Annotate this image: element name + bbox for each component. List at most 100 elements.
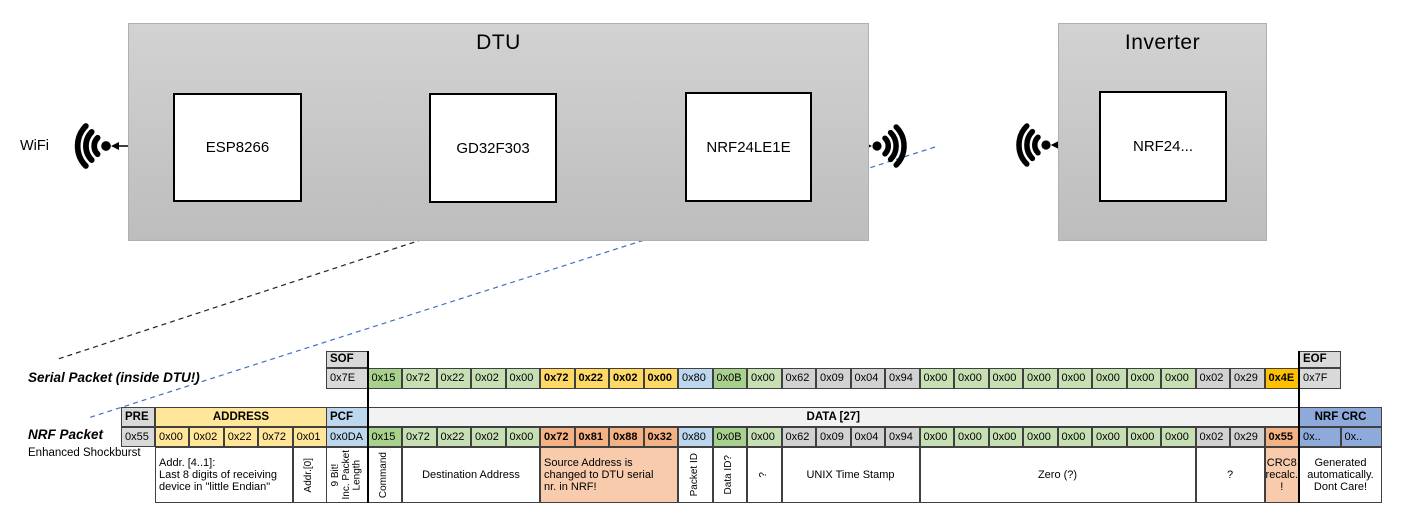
annotation-cell-text: Command	[378, 451, 390, 499]
pcf-header: PCF	[326, 407, 368, 427]
eof-byte: 0x7F	[1299, 368, 1341, 389]
annotation-cell: Destination Address	[402, 447, 540, 503]
serial-byte-cell: 0x00	[505, 368, 540, 389]
serial-packet-label: Serial Packet (inside DTU!)	[28, 370, 200, 385]
serial-byte-cell: 0x02	[471, 368, 506, 389]
serial-byte-cell: 0x80	[678, 368, 713, 389]
serial-byte-cell: 0x15	[367, 368, 402, 389]
pre-byte: 0x55	[121, 427, 155, 447]
wifi-icon	[78, 126, 111, 166]
serial-byte-cell: 0x02	[1195, 368, 1230, 389]
eof-header: EOF	[1299, 351, 1341, 368]
nrf-byte-cell: 0x15	[367, 427, 402, 447]
wifi-label: WiFi	[20, 138, 49, 154]
payload-left-connector	[366, 351, 369, 503]
annotation-cell: Addr.[0]	[292, 447, 327, 503]
component-gd32f303: GD32F303	[429, 93, 557, 203]
serial-byte-cell: 0x62	[781, 368, 816, 389]
serial-byte-cell: 0x02	[609, 368, 644, 389]
component-nrf24-inverter: NRF24...	[1099, 91, 1227, 202]
annotation-cell: ?	[747, 447, 782, 503]
pcf-byte: 0x0DA	[326, 427, 368, 447]
address-byte-cell: 0x01	[292, 427, 327, 447]
nrf-byte-cell: 0x09	[816, 427, 851, 447]
serial-byte-cell: 0x00	[747, 368, 782, 389]
annotation-cell: UNIX Time Stamp	[781, 447, 920, 503]
annotation-cell: Generated automatically. Dont Care!	[1299, 447, 1382, 503]
serial-byte-cell: 0x04	[850, 368, 885, 389]
annotation-cell: Source Address is changed to DTU serial …	[540, 447, 678, 503]
nrf-byte-cell: 0x72	[402, 427, 437, 447]
serial-byte-cell: 0x00	[1023, 368, 1058, 389]
serial-byte-cell: 0x72	[402, 368, 437, 389]
nrf-byte-cell: 0x00	[747, 427, 782, 447]
serial-byte-cell: 0x00	[643, 368, 678, 389]
sof-byte: 0x7E	[326, 368, 368, 389]
serial-byte-cell: 0x00	[988, 368, 1023, 389]
component-nrf24le1e: NRF24LE1E	[685, 92, 812, 202]
nrf-byte-cell: 0x55	[1264, 427, 1299, 447]
nrf-byte-cell: 0x00	[1126, 427, 1161, 447]
payload-right-connector	[1298, 351, 1300, 503]
annotation-cell: Zero (?)	[919, 447, 1196, 503]
nrf-byte-cell: 0x72	[540, 427, 575, 447]
annotation-cell-text: Packet ID	[688, 453, 700, 497]
nrf-byte-cell: 0x00	[1092, 427, 1127, 447]
pre-header: PRE	[121, 407, 155, 427]
nrf-byte-cell: 0x00	[954, 427, 989, 447]
nrf-byte-cell: 0x80	[678, 427, 713, 447]
serial-byte-cell: 0x09	[816, 368, 851, 389]
nrf-byte-cell: 0x81	[574, 427, 609, 447]
annotation-cell-text: Addr.[0]	[303, 457, 315, 493]
annotation-cell: Addr. [4..1]: Last 8 digits of receiving…	[155, 447, 293, 503]
nrf-byte-cell: 0x00	[505, 427, 540, 447]
annotation-cell: ?	[1195, 447, 1265, 503]
annotation-cell-text: Data ID?	[723, 455, 735, 495]
nrf-byte-cell: 0x00	[988, 427, 1023, 447]
serial-byte-cell: 0x22	[574, 368, 609, 389]
nrf-byte-cell: 0x02	[1195, 427, 1230, 447]
nrf-byte-cell: 0x88	[609, 427, 644, 447]
serial-byte-cell: 0x00	[954, 368, 989, 389]
serial-byte-cell: 0x00	[1057, 368, 1092, 389]
nrf-crc-byte-cell: 0x..	[1299, 427, 1341, 447]
nrf-byte-cell: 0x04	[850, 427, 885, 447]
serial-byte-cell: 0x00	[1092, 368, 1127, 389]
address-byte-cell: 0x72	[258, 427, 293, 447]
antenna-icon-dtu	[872, 127, 904, 165]
nrf-byte-cell: 0x62	[781, 427, 816, 447]
annotation-cell: Packet ID	[678, 447, 713, 503]
dtu-title: DTU	[476, 31, 521, 54]
serial-byte-cell: 0x4E	[1264, 368, 1299, 389]
nrf-byte-cell: 0x32	[643, 427, 678, 447]
serial-byte-cell: 0x0B	[712, 368, 747, 389]
annotation-cell-text: 9 Bit! Inc. Packet Length	[329, 450, 363, 500]
annotation-cell: 9 Bit! Inc. Packet Length	[326, 447, 368, 503]
serial-byte-cell: 0x00	[1161, 368, 1196, 389]
inverter-title: Inverter	[1124, 31, 1201, 54]
nrf-packet-label: NRF Packet	[28, 427, 104, 442]
nrf-byte-cell: 0x29	[1230, 427, 1265, 447]
nrf-byte-cell: 0x0B	[712, 427, 747, 447]
annotation-cell: Command	[367, 447, 402, 503]
nrf-crc-header: NRF CRC	[1299, 407, 1382, 427]
annotation-cell: CRC8 recalc. !	[1264, 447, 1299, 503]
serial-byte-cell: 0x94	[885, 368, 920, 389]
sof-header: SOF	[326, 351, 368, 368]
address-header: ADDRESS	[155, 407, 327, 427]
data-header: DATA [27]	[367, 407, 1299, 427]
nrf-byte-cell: 0x00	[919, 427, 954, 447]
nrf-crc-byte-cell: 0x..	[1340, 427, 1382, 447]
nrf-byte-cell: 0x94	[885, 427, 920, 447]
annotation-cell: Data ID?	[712, 447, 747, 503]
component-esp8266: ESP8266	[173, 93, 302, 202]
address-byte-cell: 0x22	[223, 427, 259, 447]
annotation-cell-text: ?	[757, 472, 769, 478]
nrf-byte-cell: 0x00	[1161, 427, 1196, 447]
serial-byte-cell: 0x29	[1230, 368, 1265, 389]
address-byte-cell: 0x02	[189, 427, 224, 447]
nrf-byte-cell: 0x02	[471, 427, 506, 447]
nrf-byte-cell: 0x22	[436, 427, 471, 447]
serial-byte-cell: 0x72	[540, 368, 575, 389]
